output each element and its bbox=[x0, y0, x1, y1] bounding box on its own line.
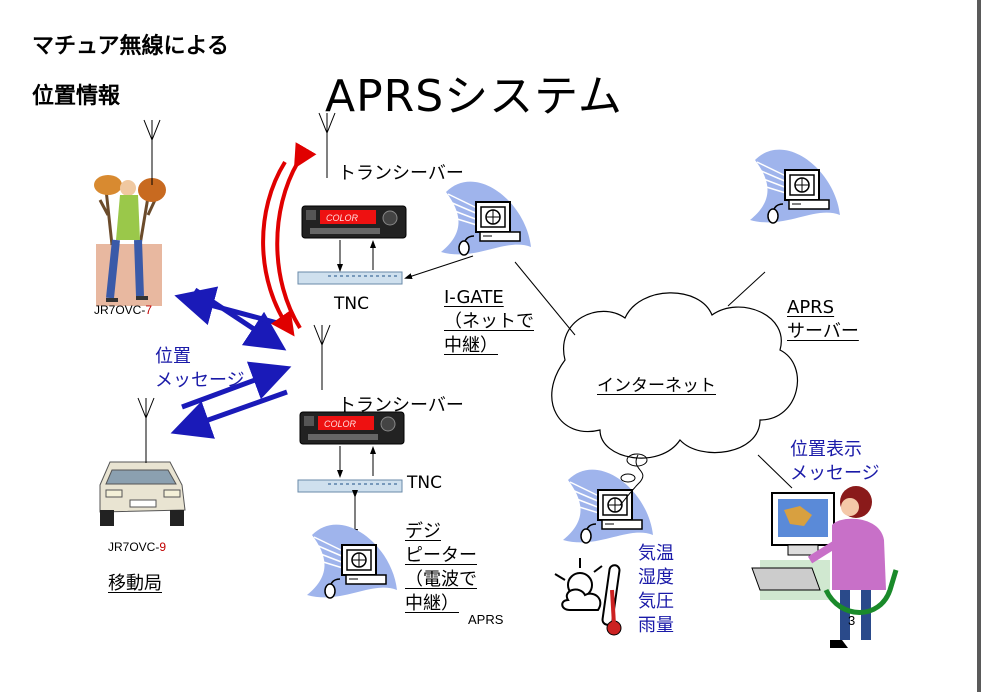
digi-suffix-label: APRS bbox=[468, 612, 504, 627]
weather-computer bbox=[562, 468, 654, 544]
woman-at-computer-illustration bbox=[751, 486, 899, 648]
server-label-1: APRS bbox=[787, 297, 835, 318]
car-illustration bbox=[99, 461, 186, 526]
red-arrows bbox=[261, 142, 317, 337]
subtitle-line1: マチュア無線による bbox=[32, 34, 229, 59]
display-label-2: メッセージ bbox=[790, 463, 880, 484]
igate-computer bbox=[440, 180, 532, 256]
car-callsign-base: JR7OVC- bbox=[108, 540, 160, 554]
igate-label-3: 中継） bbox=[444, 335, 498, 356]
page-title: APRSシステム bbox=[325, 71, 623, 122]
blue-arrows bbox=[170, 286, 292, 439]
car-callsign-ssid: 9 bbox=[159, 540, 167, 554]
internet-label: インターネット bbox=[597, 376, 716, 396]
walker-illustration bbox=[94, 175, 166, 306]
digi-label-2: ピーター bbox=[405, 545, 477, 566]
weather-label-3: 気圧 bbox=[638, 591, 674, 612]
mobile-station-label: 移動局 bbox=[108, 573, 162, 594]
digi-label-3: （電波で bbox=[405, 569, 477, 590]
server-computer bbox=[749, 148, 841, 224]
weather-label-4: 雨量 bbox=[638, 615, 674, 636]
tnc-bottom-label: TNC bbox=[407, 473, 442, 493]
internet-cloud bbox=[551, 292, 798, 506]
tnc-top-label: TNC bbox=[334, 294, 369, 314]
igate-label-2: （ネットで bbox=[444, 311, 534, 332]
position-message-label-1: 位置 bbox=[155, 346, 191, 367]
igate-label-1: I-GATE bbox=[444, 287, 504, 308]
transceiver-bottom-label: トランシーバー bbox=[338, 395, 464, 416]
digi-label-4: 中継） bbox=[405, 593, 459, 614]
server-label-2: サーバー bbox=[787, 321, 859, 342]
weather-label-2: 湿度 bbox=[638, 567, 674, 588]
digi-computer bbox=[306, 523, 398, 599]
walker-callsign-base: JR7OVC- bbox=[94, 303, 146, 317]
digi-label-1: デジ bbox=[405, 521, 441, 542]
page-number: 3 bbox=[848, 613, 856, 628]
display-label-1: 位置表示 bbox=[790, 439, 862, 460]
weather-illustration bbox=[554, 558, 622, 636]
subtitle-line2: 位置情報 bbox=[32, 84, 121, 109]
position-message-label-2: メッセージ bbox=[155, 370, 245, 391]
walker-callsign: JR7OVC-7 bbox=[94, 303, 152, 317]
slide-right-border bbox=[977, 0, 981, 692]
car-callsign: JR7OVC-9 bbox=[108, 540, 166, 554]
weather-label-1: 気温 bbox=[638, 543, 674, 564]
transceiver-top-label: トランシーバー bbox=[338, 163, 464, 184]
walker-callsign-ssid: 7 bbox=[145, 303, 153, 317]
